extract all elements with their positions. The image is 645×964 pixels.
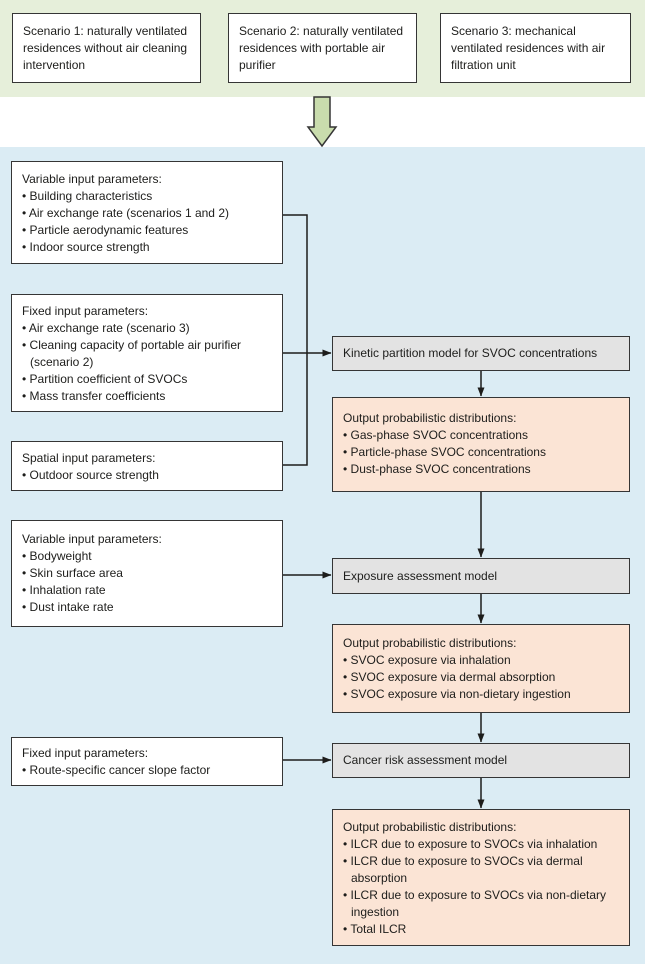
input-box-fixed-parameters-2: Fixed input parameters: • Route-specific… bbox=[11, 737, 283, 786]
input-box-variable-parameters-2: Variable input parameters: • Bodyweight•… bbox=[11, 520, 283, 627]
output-box-title: Output probabilistic distributions: bbox=[343, 820, 517, 834]
bullet-item: • Cleaning capacity of portable air puri… bbox=[22, 338, 241, 369]
bullet-item: • Indoor source strength bbox=[22, 240, 150, 254]
output-box-svoc-concentrations: Output probabilistic distributions: • Ga… bbox=[332, 397, 630, 492]
output-box-title: Output probabilistic distributions: bbox=[343, 636, 517, 650]
model-box-exposure-assessment: Exposure assessment model bbox=[332, 558, 630, 594]
bullet-item: • Route-specific cancer slope factor bbox=[22, 763, 211, 777]
input-box-variable-parameters-1: Variable input parameters: • Building ch… bbox=[11, 161, 283, 264]
input-box-items: • Air exchange rate (scenario 3) • Cleani… bbox=[22, 320, 272, 405]
input-box-title: Fixed input parameters: bbox=[22, 746, 149, 760]
bullet-item: • Total ILCR bbox=[343, 922, 407, 936]
scenario-2-label: Scenario 2: naturally ventilated residen… bbox=[239, 24, 404, 72]
bullet-item: • ILCR due to exposure to SVOCs via inha… bbox=[343, 837, 598, 851]
bullet-item: • Skin surface area bbox=[22, 566, 123, 580]
bullet-item: • Partition coefficient of SVOCs bbox=[22, 372, 188, 386]
model-box-label: Cancer risk assessment model bbox=[343, 753, 508, 767]
bullet-item: • Dust intake rate bbox=[22, 600, 114, 614]
scenario-3-box: Scenario 3: mechanical ventilated reside… bbox=[440, 13, 631, 83]
model-box-label: Kinetic partition model for SVOC concent… bbox=[343, 346, 598, 360]
bullet-item: • Building characteristics bbox=[22, 189, 153, 203]
input-box-items: • Building characteristics • Air exchange… bbox=[22, 188, 272, 256]
bullet-item: • Outdoor source strength bbox=[22, 468, 159, 482]
input-box-items: • Route-specific cancer slope factor bbox=[22, 762, 272, 779]
output-box-svoc-exposure: Output probabilistic distributions: • SV… bbox=[332, 624, 630, 713]
bullet-item: • SVOC exposure via dermal absorption bbox=[343, 670, 556, 684]
input-box-spatial-parameters: Spatial input parameters: • Outdoor sour… bbox=[11, 441, 283, 491]
output-box-items: • ILCR due to exposure to SVOCs via inha… bbox=[343, 836, 619, 938]
bullet-item: • Inhalation rate bbox=[22, 583, 106, 597]
down-arrow-icon bbox=[306, 96, 338, 148]
scenario-1-box: Scenario 1: naturally ventilated residen… bbox=[12, 13, 201, 83]
scenario-2-box: Scenario 2: naturally ventilated residen… bbox=[228, 13, 417, 83]
bullet-item: • Mass transfer coefficients bbox=[22, 389, 166, 403]
output-box-ilcr: Output probabilistic distributions: • IL… bbox=[332, 809, 630, 946]
bullet-item: • Air exchange rate (scenarios 1 and 2) bbox=[22, 206, 229, 220]
output-box-title: Output probabilistic distributions: bbox=[343, 411, 517, 425]
output-box-items: • SVOC exposure via inhalation • SVOC exp… bbox=[343, 652, 619, 703]
bullet-item: • SVOC exposure via inhalation bbox=[343, 653, 511, 667]
input-box-items: • Outdoor source strength bbox=[22, 467, 272, 484]
bullet-item: • ILCR due to exposure to SVOCs via non-… bbox=[343, 888, 606, 919]
scenario-1-label: Scenario 1: naturally ventilated residen… bbox=[23, 24, 188, 72]
model-box-label: Exposure assessment model bbox=[343, 568, 498, 583]
bullet-item: • Particle-phase SVOC concentrations bbox=[343, 445, 546, 459]
bullet-item: • SVOC exposure via non-dietary ingestio… bbox=[343, 687, 571, 701]
input-box-title: Fixed input parameters: bbox=[22, 304, 149, 318]
bullet-item: • Gas-phase SVOC concentrations bbox=[343, 428, 528, 442]
input-box-fixed-parameters-1: Fixed input parameters: • Air exchange r… bbox=[11, 294, 283, 412]
output-box-items: • Gas-phase SVOC concentrations • Particl… bbox=[343, 427, 619, 478]
input-box-items: • Bodyweight • Skin surface area • Inhalat… bbox=[22, 548, 272, 616]
scenario-3-label: Scenario 3: mechanical ventilated reside… bbox=[451, 24, 606, 72]
bullet-item: • ILCR due to exposure to SVOCs via derm… bbox=[343, 854, 583, 885]
input-box-title: Variable input parameters: bbox=[22, 172, 162, 186]
input-box-title: Variable input parameters: bbox=[22, 532, 162, 546]
bullet-item: • Bodyweight bbox=[22, 549, 92, 563]
model-box-kinetic-partition: Kinetic partition model for SVOC concent… bbox=[332, 336, 630, 371]
input-box-title: Spatial input parameters: bbox=[22, 451, 156, 465]
bullet-item: • Particle aerodynamic features bbox=[22, 223, 189, 237]
bullet-item: • Dust-phase SVOC concentrations bbox=[343, 462, 531, 476]
model-box-cancer-risk-assessment: Cancer risk assessment model bbox=[332, 743, 630, 778]
bullet-item: • Air exchange rate (scenario 3) bbox=[22, 321, 190, 335]
